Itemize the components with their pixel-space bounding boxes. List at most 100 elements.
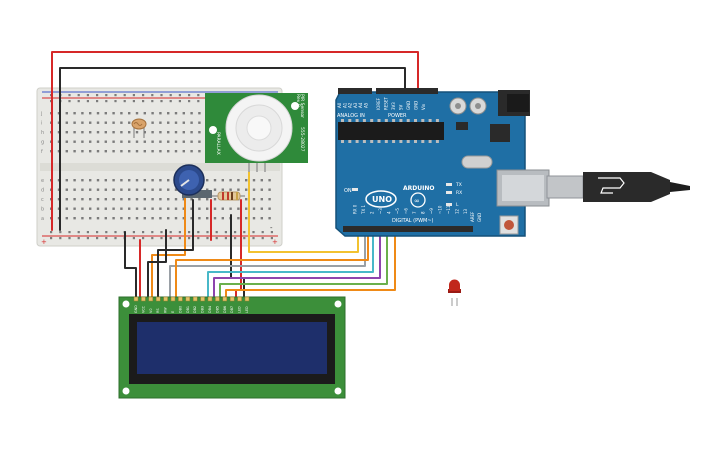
- breadboard-hole[interactable]: [167, 207, 170, 210]
- breadboard-hole[interactable]: [135, 217, 139, 220]
- breadboard-hole[interactable]: [198, 198, 201, 201]
- breadboard-hole[interactable]: [260, 207, 263, 210]
- rail-hole[interactable]: [142, 231, 145, 234]
- breadboard-hole[interactable]: [159, 179, 162, 182]
- lcd-pin[interactable]: [207, 296, 213, 302]
- breadboard-hole[interactable]: [167, 112, 170, 115]
- breadboard-hole[interactable]: [213, 188, 217, 191]
- rail-hole[interactable]: [68, 94, 71, 97]
- breadboard-hole[interactable]: [96, 207, 100, 210]
- breadboard-hole[interactable]: [96, 188, 100, 191]
- breadboard-hole[interactable]: [104, 121, 107, 124]
- breadboard-hole[interactable]: [198, 140, 201, 143]
- breadboard-hole[interactable]: [143, 131, 146, 134]
- lcd-pin[interactable]: [141, 296, 146, 302]
- breadboard-hole[interactable]: [182, 217, 185, 220]
- breadboard-hole[interactable]: [120, 217, 123, 220]
- breadboard-hole[interactable]: [174, 188, 178, 191]
- breadboard-hole[interactable]: [135, 131, 139, 134]
- rail-hole[interactable]: [197, 231, 200, 234]
- breadboard-hole[interactable]: [206, 207, 209, 210]
- red-led[interactable]: [448, 279, 461, 307]
- rail-hole[interactable]: [188, 94, 191, 97]
- breadboard-hole[interactable]: [89, 207, 92, 210]
- rail-hole[interactable]: [59, 231, 62, 234]
- breadboard-hole[interactable]: [221, 217, 224, 220]
- breadboard-hole[interactable]: [104, 179, 107, 182]
- rail-hole[interactable]: [123, 94, 126, 97]
- breadboard-hole[interactable]: [112, 198, 115, 201]
- breadboard-hole[interactable]: [151, 207, 154, 210]
- wire-lcd-e-orange[interactable]: [175, 227, 369, 299]
- breadboard-hole[interactable]: [237, 217, 240, 220]
- breadboard-hole[interactable]: [237, 179, 240, 182]
- breadboard-hole[interactable]: [252, 188, 256, 191]
- rail-hole[interactable]: [197, 100, 200, 103]
- breadboard-hole[interactable]: [112, 179, 115, 182]
- breadboard-hole[interactable]: [120, 140, 123, 143]
- breadboard-hole[interactable]: [229, 188, 232, 191]
- breadboard-hole[interactable]: [167, 179, 170, 182]
- breadboard-hole[interactable]: [198, 121, 201, 124]
- rail-hole[interactable]: [169, 231, 172, 234]
- breadboard-hole[interactable]: [73, 121, 76, 124]
- breadboard-hole[interactable]: [252, 217, 256, 220]
- rail-hole[interactable]: [86, 231, 89, 234]
- breadboard-hole[interactable]: [104, 207, 107, 210]
- rail-hole[interactable]: [234, 231, 237, 234]
- breadboard-hole[interactable]: [151, 150, 154, 153]
- rail-hole[interactable]: [151, 100, 154, 103]
- rail-hole[interactable]: [77, 237, 80, 240]
- breadboard-hole[interactable]: [112, 217, 115, 220]
- breadboard-hole[interactable]: [159, 140, 162, 143]
- breadboard-hole[interactable]: [159, 188, 162, 191]
- breadboard-hole[interactable]: [120, 188, 123, 191]
- breadboard-hole[interactable]: [159, 112, 162, 115]
- breadboard-hole[interactable]: [182, 207, 185, 210]
- breadboard-hole[interactable]: [73, 150, 76, 153]
- breadboard-hole[interactable]: [167, 188, 170, 191]
- breadboard-hole[interactable]: [213, 217, 217, 220]
- breadboard-hole[interactable]: [135, 150, 139, 153]
- wire-5v-red[interactable]: [51, 51, 419, 231]
- lcd-pin[interactable]: [185, 296, 191, 302]
- breadboard-hole[interactable]: [120, 198, 123, 201]
- rail-hole[interactable]: [114, 231, 117, 234]
- breadboard-hole[interactable]: [245, 217, 248, 220]
- breadboard-hole[interactable]: [128, 198, 131, 201]
- breadboard-hole[interactable]: [65, 188, 68, 191]
- rail-hole[interactable]: [243, 231, 246, 234]
- breadboard-hole[interactable]: [81, 121, 84, 124]
- breadboard-hole[interactable]: [112, 207, 115, 210]
- lcd-pin[interactable]: [163, 296, 168, 302]
- lcd-pin[interactable]: [148, 296, 154, 302]
- breadboard-hole[interactable]: [198, 150, 201, 153]
- breadboard-hole[interactable]: [128, 112, 131, 115]
- breadboard-hole[interactable]: [174, 207, 178, 210]
- lcd-pin[interactable]: [215, 296, 220, 302]
- breadboard-hole[interactable]: [159, 150, 162, 153]
- breadboard-hole[interactable]: [143, 150, 146, 153]
- rail-hole[interactable]: [197, 237, 200, 240]
- breadboard-hole[interactable]: [190, 207, 193, 210]
- rail-hole[interactable]: [132, 231, 135, 234]
- rail-hole[interactable]: [123, 100, 126, 103]
- rail-hole[interactable]: [96, 100, 99, 103]
- breadboard-hole[interactable]: [143, 140, 146, 143]
- rail-hole[interactable]: [151, 94, 154, 97]
- wire-lcd-db5-purple[interactable]: [213, 227, 381, 299]
- breadboard-hole[interactable]: [167, 140, 170, 143]
- wire-lcd-db7-orange[interactable]: [225, 227, 396, 299]
- rail-hole[interactable]: [252, 237, 255, 240]
- breadboard-hole[interactable]: [128, 207, 131, 210]
- breadboard-hole[interactable]: [143, 207, 146, 210]
- rail-hole[interactable]: [59, 237, 62, 240]
- wire-pot-v0[interactable]: [151, 195, 186, 299]
- breadboard-hole[interactable]: [167, 121, 170, 124]
- breadboard-hole[interactable]: [96, 217, 100, 220]
- rail-hole[interactable]: [132, 237, 135, 240]
- breadboard-hole[interactable]: [151, 140, 154, 143]
- breadboard-hole[interactable]: [81, 140, 84, 143]
- rail-hole[interactable]: [178, 237, 181, 240]
- usb-cable[interactable]: [546, 172, 690, 202]
